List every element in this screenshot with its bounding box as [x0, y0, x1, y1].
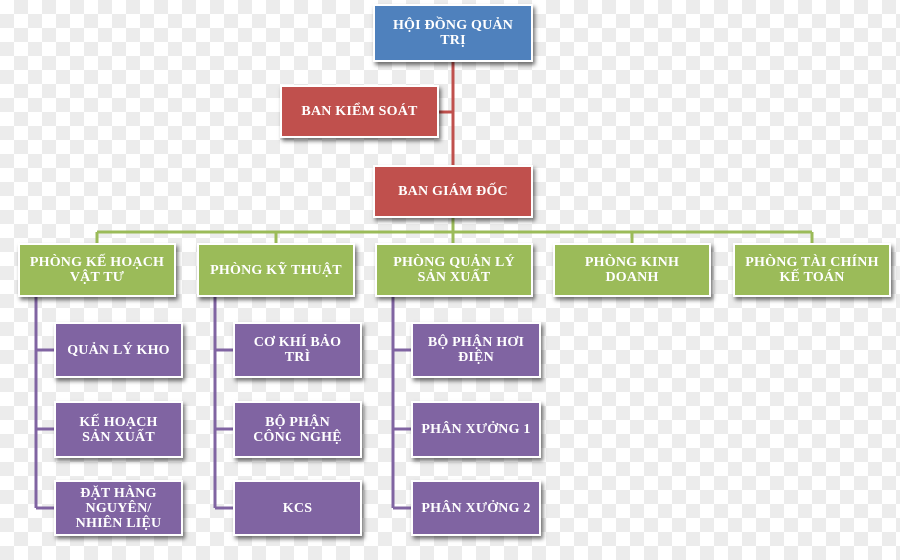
sub-unit-label: CƠ KHÍ BẢO TRÌ	[253, 335, 342, 365]
sub-unit-box: ĐẶT HÀNG NGUYÊN/ NHIÊN LIỆU	[54, 480, 183, 536]
sub-unit-box: BỘ PHẬN CÔNG NGHỆ	[233, 401, 362, 458]
sub-unit-label: KẾ HOẠCH SẢN XUẤT	[79, 414, 158, 445]
department-label: PHÒNG TÀI CHÍNH KẾ TOÁN	[745, 255, 879, 285]
sub-unit-label: KCS	[282, 500, 313, 516]
sub-unit-box: KCS	[233, 480, 362, 536]
sub-unit-box: BỘ PHẬN HƠI ĐIỆN	[411, 322, 541, 378]
department-box: PHÒNG TÀI CHÍNH KẾ TOÁN	[733, 243, 891, 297]
directors-label: BAN GIÁM ĐỐC	[398, 184, 508, 199]
sub-unit-box: PHÂN XƯỞNG 2	[411, 480, 541, 536]
sub-unit-box: CƠ KHÍ BẢO TRÌ	[233, 322, 362, 378]
department-box: PHÒNG QUẢN LÝ SẢN XUẤT	[375, 243, 533, 297]
sub-unit-box: KẾ HOẠCH SẢN XUẤT	[54, 401, 183, 458]
department-label: PHÒNG QUẢN LÝ SẢN XUẤT	[393, 255, 515, 285]
sub-unit-label: QUẢN LÝ KHO	[67, 342, 170, 358]
sub-unit-label: PHÂN XƯỞNG 1	[421, 422, 531, 437]
directors-box: BAN GIÁM ĐỐC	[373, 165, 533, 218]
department-box: PHÒNG KINH DOANH	[553, 243, 711, 297]
supervisory-box: BAN KIỂM SOÁT	[280, 85, 439, 138]
department-label: PHÒNG KỸ THUẬT	[210, 262, 342, 278]
department-label: PHÒNG KẾ HOẠCH VẬT TƯ	[29, 255, 165, 285]
sub-unit-label: PHÂN XƯỞNG 2	[421, 500, 531, 516]
board-label: HỘI ĐỒNG QUẢN TRỊ	[392, 18, 514, 48]
department-label: PHÒNG KINH DOANH	[584, 255, 680, 285]
supervisory-label: BAN KIỂM SOÁT	[301, 104, 418, 119]
board-box: HỘI ĐỒNG QUẢN TRỊ	[373, 4, 533, 62]
department-box: PHÒNG KẾ HOẠCH VẬT TƯ	[18, 243, 176, 297]
department-box: PHÒNG KỸ THUẬT	[197, 243, 355, 297]
sub-unit-label: ĐẶT HÀNG NGUYÊN/ NHIÊN LIỆU	[75, 485, 162, 531]
sub-unit-box: PHÂN XƯỞNG 1	[411, 401, 541, 458]
sub-unit-label: BỘ PHẬN CÔNG NGHỆ	[253, 414, 342, 445]
sub-unit-box: QUẢN LÝ KHO	[54, 322, 183, 378]
sub-unit-label: BỘ PHẬN HƠI ĐIỆN	[427, 335, 525, 365]
